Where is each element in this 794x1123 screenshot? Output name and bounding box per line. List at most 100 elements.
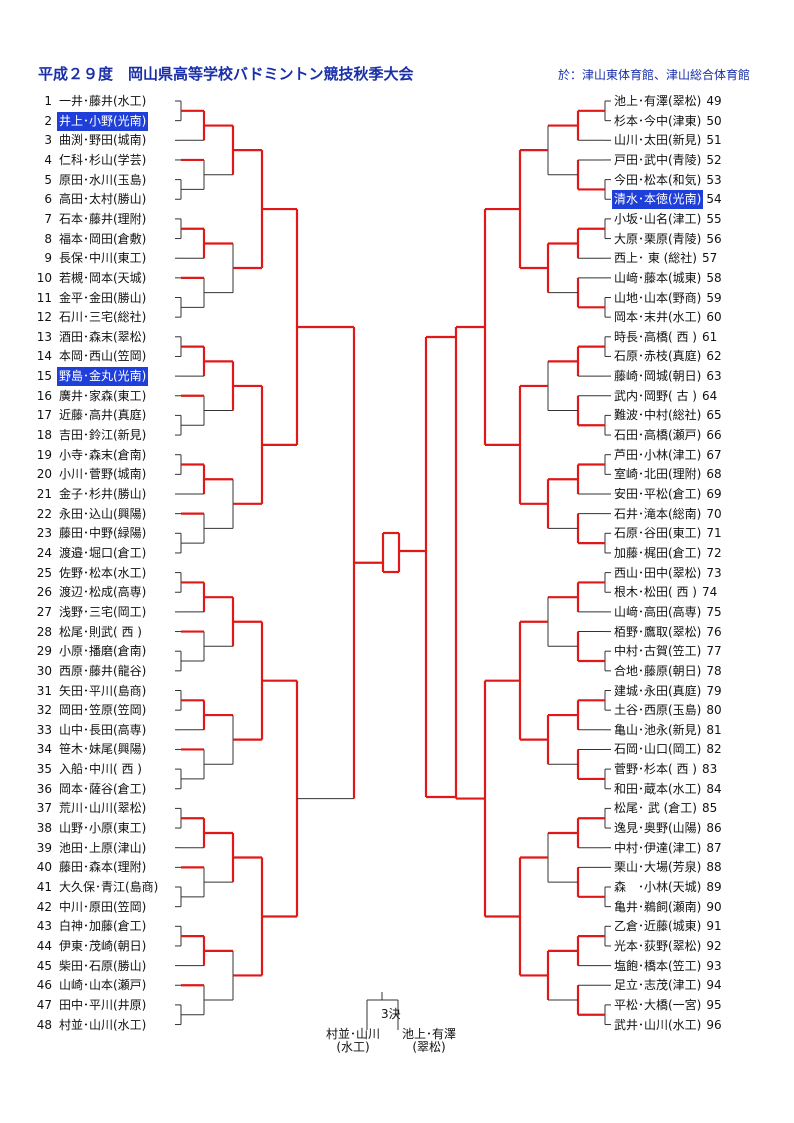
entry-team-name: 松尾･ 武 (倉工) [614, 801, 697, 816]
entry-team-name: 室崎･北田(理附) [614, 467, 702, 482]
right-entry: 石井･滝本(総南)70 [612, 505, 758, 524]
entry-team-name: 金平･金田(勝山) [59, 290, 147, 305]
right-entry: 岡本･末井(水工)60 [612, 308, 758, 327]
entry-number: 60 [706, 310, 722, 325]
entry-number: 70 [706, 506, 722, 521]
entry-team-name: 武井･山川(水工) [614, 1017, 702, 1032]
entry-team-name: 山川･太田(新見) [614, 133, 702, 148]
right-entry: 今田･松本(和気) 53 [612, 171, 758, 190]
right-entry: 石岡･山口(岡工) 82 [612, 740, 758, 759]
entry-number: 90 [706, 899, 722, 914]
entry-number: 56 [706, 231, 722, 246]
entry-number: 40 [36, 860, 52, 875]
entry-number: 4 [44, 152, 52, 167]
right-entry: 根木･松田( 西 )74 [612, 583, 758, 602]
entry-number: 73 [706, 565, 722, 580]
third-place-right-name: 池上･有澤 [402, 1027, 457, 1041]
right-entry: 石原･赤枝(真庭)62 [612, 347, 758, 366]
entry-team-name: 山野･小原(東工) [59, 821, 147, 836]
entry-number: 10 [36, 270, 52, 285]
entry-number: 48 [36, 1017, 52, 1032]
right-entry: 松尾･ 武 (倉工)85 [612, 799, 758, 818]
entry-team-name: 乙倉･近藤(城東) [614, 919, 702, 934]
entry-team-name: 吉田･鈴江(新見) [59, 428, 147, 443]
entry-number: 16 [36, 388, 52, 403]
entry-team-name: 浅野･三宅(岡工) [59, 604, 147, 619]
right-entry: 中村･伊達(津工)87 [612, 839, 758, 858]
entry-team-name: 福本･岡田(倉敷) [59, 231, 147, 246]
entry-number: 7 [44, 211, 52, 226]
left-entry: 48 村並･山川(水工) [32, 1016, 174, 1035]
right-entry: 藤崎･岡城(朝日)63 [612, 367, 758, 386]
right-entry: 中村･古賀(笠工)77 [612, 642, 758, 661]
entry-team-name: 渡辺･松成(高専) [59, 585, 147, 600]
entry-team-name: 栗山･大場(芳泉) [614, 860, 702, 875]
entry-number: 42 [36, 899, 52, 914]
entry-number: 91 [706, 919, 722, 934]
entry-number: 69 [706, 487, 722, 501]
third-place-left-name: 村並･山川 [326, 1027, 381, 1041]
entry-number: 31 [36, 683, 52, 698]
right-entry: 池上･有澤(翠松)49 [612, 92, 758, 111]
entry-team-name: 石原･谷田(東工) [614, 526, 702, 541]
entry-number: 79 [706, 683, 722, 698]
right-entry: 石田･高橋(瀬戸)66 [612, 426, 758, 445]
right-entry: 土谷･西原(玉島)80 [612, 701, 758, 720]
entry-team-name: 本岡･西山(笠岡) [59, 349, 147, 364]
right-entry: 山﨑･藤本(城東)58 [612, 269, 758, 288]
entry-number: 22 [36, 506, 52, 521]
venue-text: 於：津山東体育館、津山総合体育館 [557, 68, 750, 82]
entry-team-name: 西原･藤井(龍谷) [59, 663, 147, 678]
entry-team-name: 入船･中川( 西 ) [59, 762, 142, 777]
entry-number: 58 [706, 270, 722, 285]
entry-team-name: 白神･加藤(倉工) [59, 919, 147, 934]
entry-team-name: 石岡･山口(岡工) [614, 742, 702, 757]
entry-number: 82 [706, 742, 722, 757]
entry-number: 53 [706, 172, 722, 187]
right-entry: 乙倉･近藤(城東) 91 [612, 917, 758, 936]
entry-number: 34 [36, 742, 52, 757]
right-entry: 菅野･杉本( 西 )83 [612, 760, 758, 779]
entry-number: 45 [36, 958, 52, 973]
entry-team-name: 合地･藤原(朝日) [614, 663, 702, 678]
entry-number: 24 [36, 545, 52, 560]
entry-team-name: 笹木･妹尾(興陽) [59, 742, 147, 757]
entry-number: 71 [706, 526, 722, 541]
entry-team-name: 松尾･則武( 西 ) [59, 624, 142, 639]
entry-team-name: 永田･込山(興陽) [59, 506, 147, 521]
entry-team-name: 伊東･茂崎(朝日) [59, 938, 147, 953]
right-entry: 石原･谷田(東工) 71 [612, 524, 758, 543]
right-entry: 時長･高橋( 西 )61 [612, 328, 758, 347]
entry-team-name: 石本･藤井(理附) [59, 211, 147, 226]
entry-number: 59 [706, 290, 722, 305]
entry-team-name: 今田･松本(和気) [614, 172, 702, 187]
entry-number: 19 [36, 447, 52, 462]
entry-number: 13 [36, 329, 52, 344]
entry-number: 9 [44, 251, 52, 266]
entry-team-name: 西山･田中(翠松) [614, 565, 702, 580]
page-title: 平成２９度 岡山県高等学校バドミントン競技秋季大会 [38, 65, 414, 83]
entry-number: 51 [706, 133, 722, 148]
right-entry: 武内･岡野( 古 )64 [612, 387, 758, 406]
entry-team-name: 土谷･西原(玉島) [614, 703, 702, 718]
entry-team-name: 村並･山川(水工) [59, 1017, 147, 1032]
